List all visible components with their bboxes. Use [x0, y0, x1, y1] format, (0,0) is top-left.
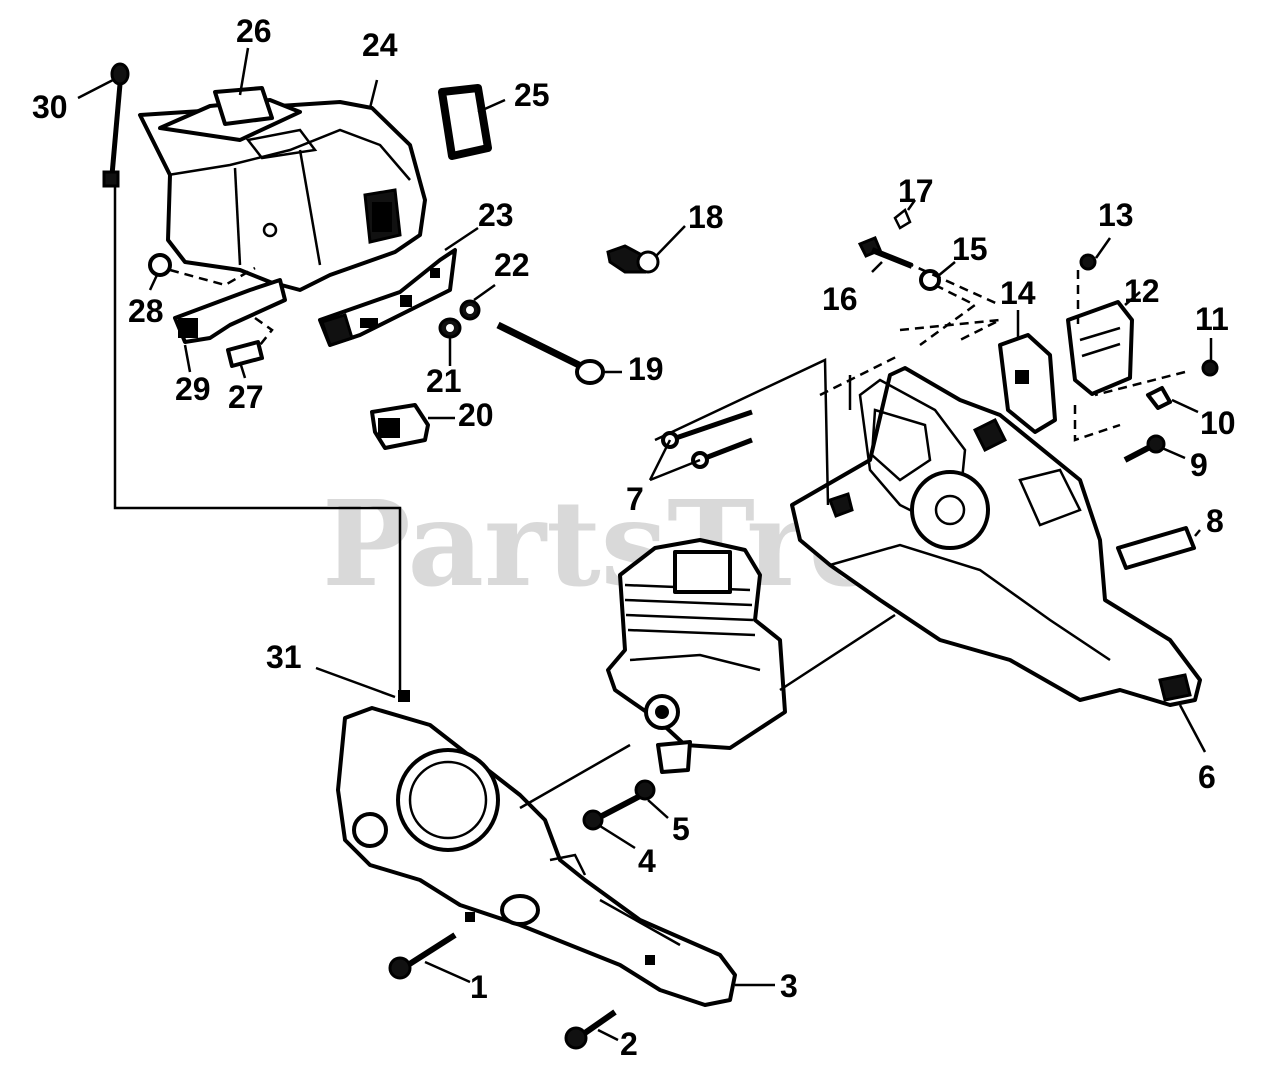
callout-14: 14 — [1000, 275, 1036, 311]
callout-5: 5 — [672, 811, 690, 847]
part-studs-7 — [661, 409, 753, 469]
part-grommet-28 — [148, 253, 172, 277]
callout-labels: 1 2 3 4 5 6 7 8 9 10 11 12 13 14 15 16 1… — [32, 13, 1236, 1062]
callout-2: 2 — [620, 1026, 638, 1062]
callout-11: 11 — [1195, 301, 1229, 337]
callout-31: 31 — [266, 639, 302, 675]
callout-27: 27 — [228, 379, 264, 415]
part-plate-12 — [1066, 300, 1134, 396]
assembly-dashed-lines — [169, 260, 1186, 442]
part-bolt-9 — [1123, 434, 1166, 463]
callout-29: 29 — [175, 371, 211, 407]
callout-1: 1 — [470, 969, 488, 1005]
callout-21: 21 — [426, 363, 462, 399]
part-latch-29 — [173, 278, 287, 344]
part-screw-11 — [1201, 359, 1219, 377]
part-pin-27 — [226, 340, 264, 368]
part-top-cover — [138, 98, 427, 292]
part-bolt-16 — [857, 236, 914, 269]
part-muffler-23 — [318, 248, 457, 347]
part-nut-22 — [459, 299, 481, 321]
part-switch-20 — [370, 403, 430, 450]
callout-3: 3 — [780, 968, 798, 1004]
callout-15: 15 — [952, 231, 988, 267]
part-bolt-2 — [564, 1009, 617, 1050]
part-rod-19 — [496, 321, 605, 385]
callout-4: 4 — [638, 843, 656, 879]
part-crankcase — [790, 366, 1202, 707]
part-screw-30 — [102, 62, 130, 188]
part-screw-13 — [1079, 253, 1097, 271]
callout-30: 30 — [32, 89, 68, 125]
callout-12: 12 — [1124, 273, 1160, 309]
part-cover-plate — [213, 86, 318, 160]
callout-28: 28 — [128, 293, 164, 329]
part-bushing-21 — [438, 317, 462, 339]
callout-22: 22 — [494, 247, 530, 283]
callout-24: 24 — [362, 27, 398, 63]
part-lower-case — [336, 690, 737, 1007]
callout-16: 16 — [822, 281, 858, 317]
callout-26: 26 — [236, 13, 272, 49]
part-cylinder — [606, 538, 787, 774]
callout-8: 8 — [1206, 503, 1224, 539]
part-bolt-1 — [388, 932, 457, 980]
callout-9: 9 — [1190, 447, 1208, 483]
part-washer-5 — [634, 779, 656, 801]
part-plug-18 — [606, 244, 660, 274]
callout-25: 25 — [514, 77, 550, 113]
part-bracket-14 — [998, 333, 1057, 434]
part-clip-17 — [893, 207, 912, 230]
callout-7: 7 — [626, 481, 644, 517]
callout-leaders — [77, 47, 1213, 1042]
callout-23: 23 — [478, 197, 514, 233]
part-spacer-10 — [1146, 386, 1172, 410]
callout-10: 10 — [1200, 405, 1236, 441]
callout-18: 18 — [688, 199, 724, 235]
callout-13: 13 — [1098, 197, 1134, 233]
callout-19: 19 — [628, 351, 664, 387]
part-bolt-4 — [582, 793, 642, 831]
assembly-connection-lines — [113, 185, 896, 810]
callout-20: 20 — [458, 397, 494, 433]
callout-6: 6 — [1198, 759, 1216, 795]
part-tube-8 — [1116, 526, 1196, 570]
part-gasket — [438, 84, 492, 160]
callout-17: 17 — [898, 173, 934, 209]
